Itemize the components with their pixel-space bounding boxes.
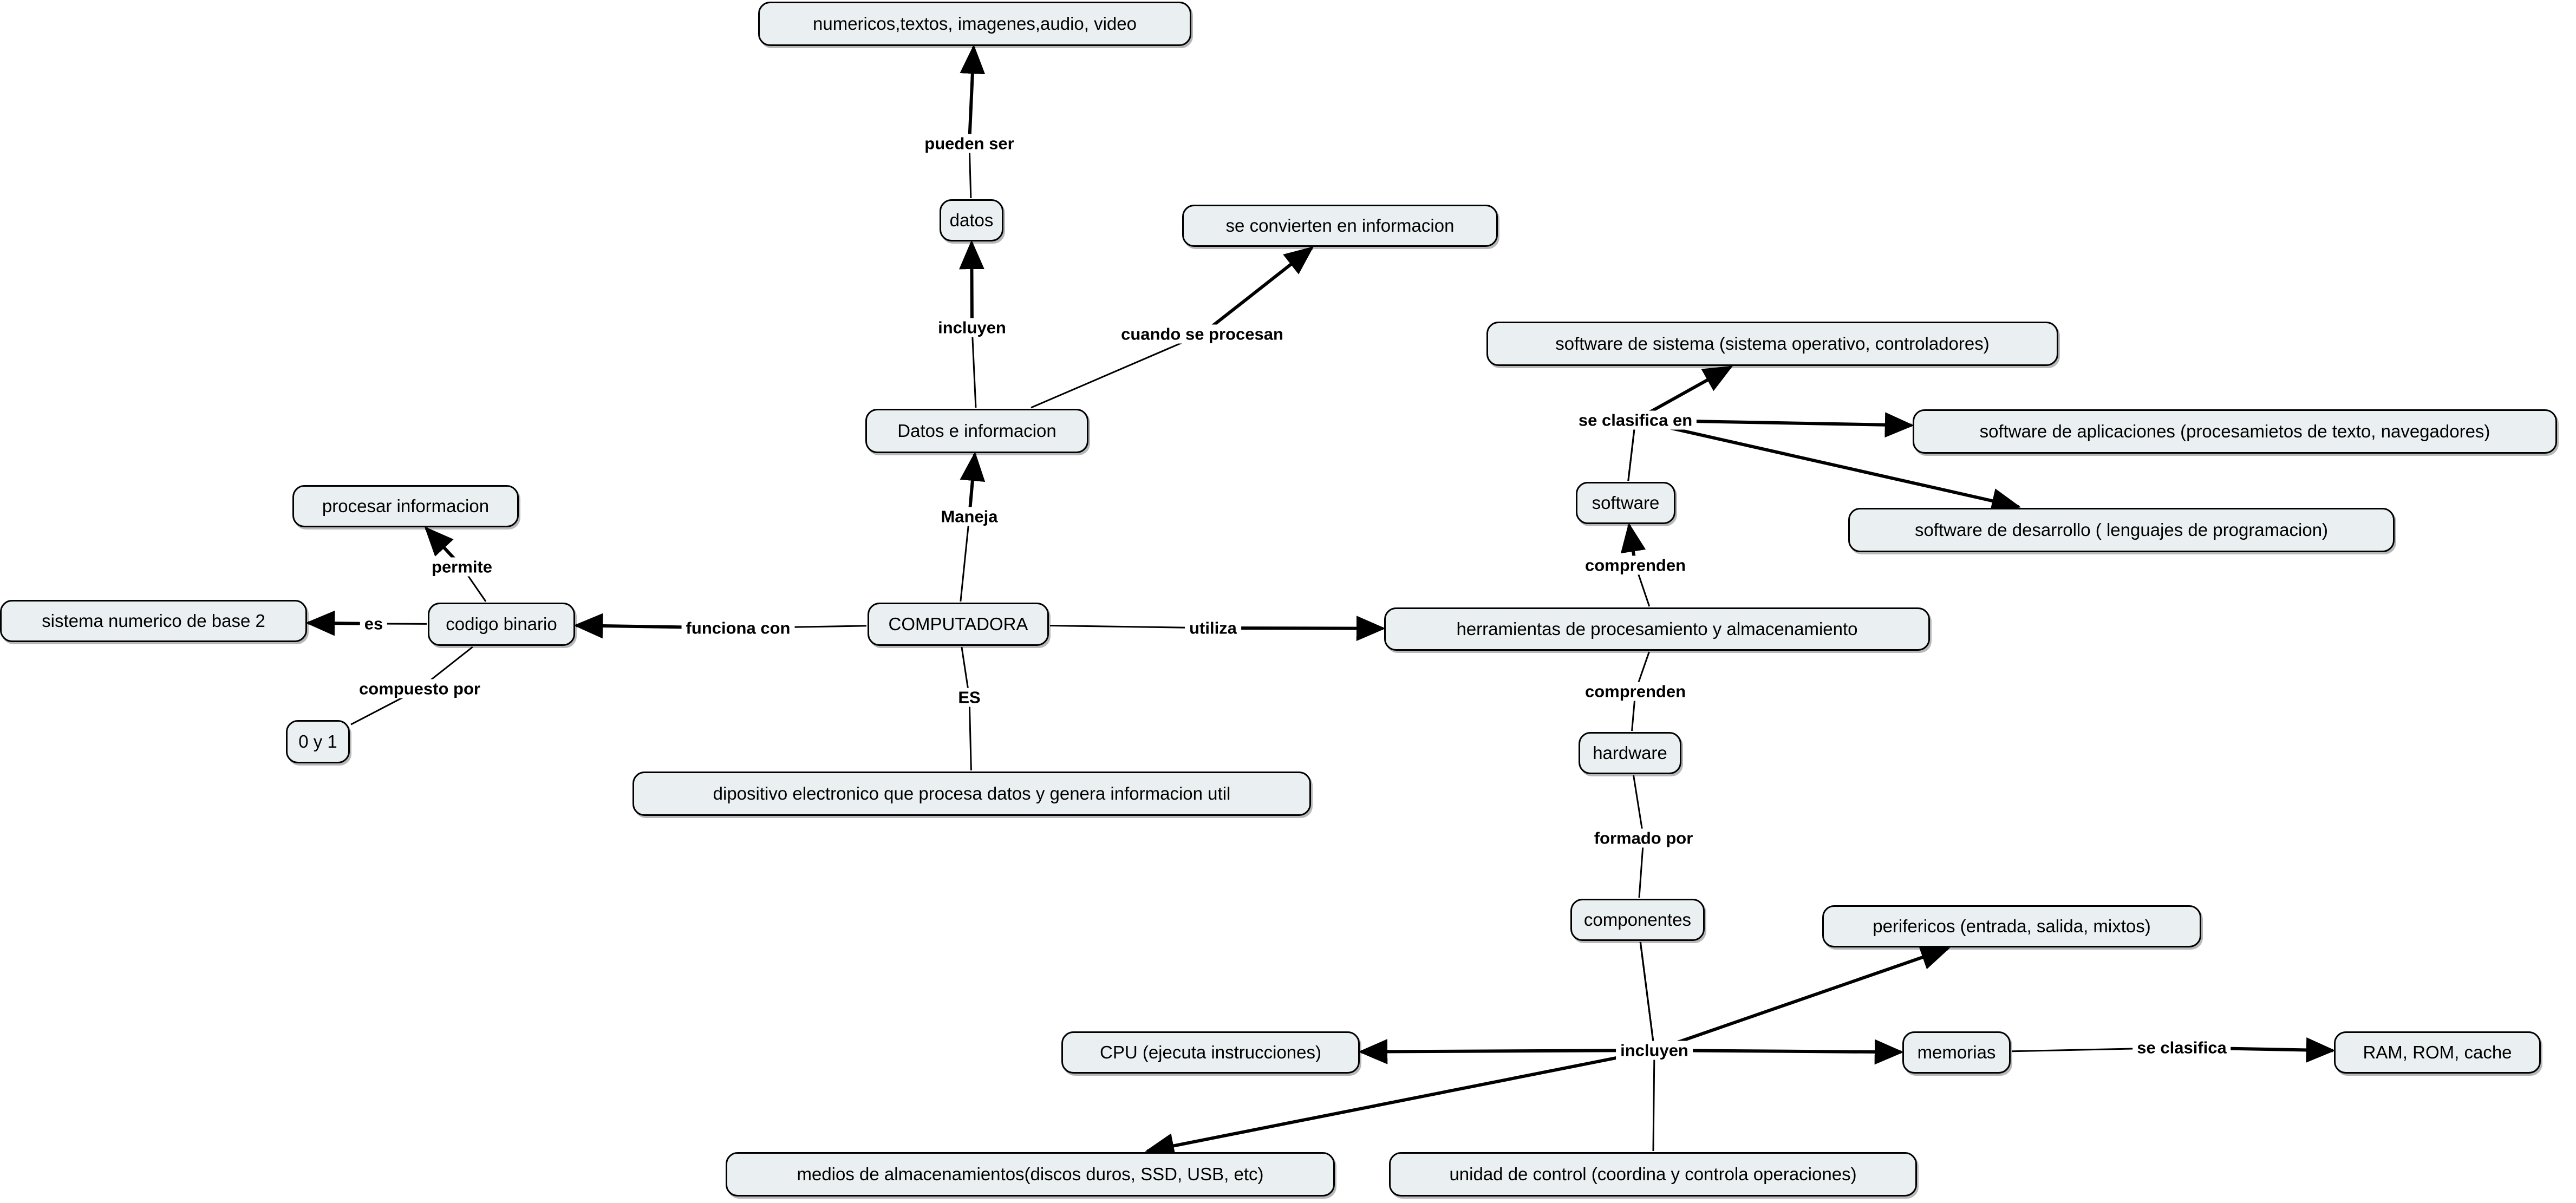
concept-node-cpu[interactable]: CPU (ejecuta instrucciones) (1061, 1031, 1360, 1074)
edge-label-permite[interactable]: permite (427, 557, 497, 577)
edge-label-maneja[interactable]: Maneja (936, 507, 1002, 526)
concept-node-dispositivo[interactable]: dipositivo electronico que procesa datos… (632, 772, 1311, 816)
concept-node-codigo_binario[interactable]: codigo binario (428, 603, 575, 646)
edge-label-es[interactable]: es (360, 614, 388, 633)
edge-segment-datosinfo-to-seconvierten-in (1031, 333, 1203, 409)
concept-node-perifericos[interactable]: perifericos (entrada, salida, mixtos) (1822, 905, 2201, 947)
edge-label-compuesto_por[interactable]: compuesto por (355, 679, 485, 698)
edge-label-es_mayus[interactable]: ES (954, 688, 985, 707)
edge-label-se_clasifica_en[interactable]: se clasifica en (1574, 410, 1697, 430)
edge-segment-componentes-to-unidad-out (1652, 1050, 1655, 1152)
edge-segment-componentes-to-medios-in (1639, 942, 1655, 1051)
edge-label-cuando_procesan[interactable]: cuando se procesan (1117, 324, 1288, 344)
edge-segment-componentes-to-unidad-in (1639, 942, 1655, 1051)
edge-segment-datos-to-tipos-out (960, 44, 986, 144)
concept-node-componentes[interactable]: componentes (1570, 899, 1705, 941)
concept-node-software[interactable]: software (1576, 482, 1675, 524)
concept-node-sw_desarrollo[interactable]: software de desarrollo ( lenguajes de pr… (1848, 508, 2395, 552)
concept-node-tipos_datos[interactable]: numericos,textos, imagenes,audio, video (758, 2, 1191, 46)
edge-label-comprenden_sw[interactable]: comprenden (1580, 555, 1691, 575)
concept-node-cero_uno[interactable]: 0 y 1 (286, 720, 350, 763)
concept-node-datos[interactable]: datos (940, 199, 1003, 241)
concept-node-sw_sistema[interactable]: software de sistema (sistema operativo, … (1486, 322, 2058, 366)
concept-node-unidad_control[interactable]: unidad de control (coordina y controla o… (1389, 1152, 1917, 1197)
concept-node-medios_alm[interactable]: medios de almacenamientos(discos duros, … (726, 1152, 1335, 1197)
edge-segment-componentes-to-memorias-in (1639, 942, 1655, 1051)
edge-segment-componentes-to-cpu-in (1639, 942, 1655, 1051)
edge-segment-computadora-to-dispositivo-out (968, 697, 972, 771)
edge-label-incluyen_comp[interactable]: incluyen (1616, 1041, 1693, 1060)
edge-segment-datosinfo-to-datos-in (971, 327, 977, 408)
edge-segment-componentes-to-perifericos-out (1654, 945, 1951, 1052)
concept-node-procesar_info[interactable]: procesar informacion (292, 485, 519, 527)
concept-node-datos_info[interactable]: Datos e informacion (865, 409, 1088, 453)
edge-segment-componentes-to-cpu-out (1358, 1039, 1655, 1064)
edge-label-comprenden_hw[interactable]: comprenden (1580, 682, 1691, 701)
edge-label-funciona_con[interactable]: funciona con (681, 618, 795, 638)
edge-label-formado_por[interactable]: formado por (1589, 828, 1698, 848)
edge-label-utiliza[interactable]: utiliza (1185, 618, 1241, 638)
concept-node-sistema_base2[interactable]: sistema numerico de base 2 (0, 600, 307, 642)
edge-label-incluyen_datos[interactable]: incluyen (934, 318, 1010, 337)
concept-node-hardware[interactable]: hardware (1579, 732, 1681, 774)
edge-segment-datosinfo-to-seconvierten-out (1201, 246, 1314, 336)
concept-node-se_convierten[interactable]: se convierten en informacion (1182, 205, 1498, 247)
edge-segment-componentes-to-perifericos-in (1639, 942, 1655, 1051)
edge-segment-computadora-to-datosinfo-in (960, 516, 970, 602)
concept-node-memorias[interactable]: memorias (1902, 1031, 2011, 1074)
concept-node-computadora[interactable]: COMPUTADORA (868, 603, 1049, 646)
concept-node-herramientas[interactable]: herramientas de procesamiento y almacena… (1384, 607, 1930, 651)
concept-node-ram_rom[interactable]: RAM, ROM, cache (2334, 1031, 2541, 1074)
concept-node-sw_aplic[interactable]: software de aplicaciones (procesamietos … (1913, 409, 2557, 454)
edge-label-pueden_ser[interactable]: pueden ser (920, 134, 1019, 153)
edge-segment-datosinfo-to-datos-out (959, 240, 984, 328)
edge-label-se_clasifica[interactable]: se clasifica (2132, 1038, 2231, 1057)
